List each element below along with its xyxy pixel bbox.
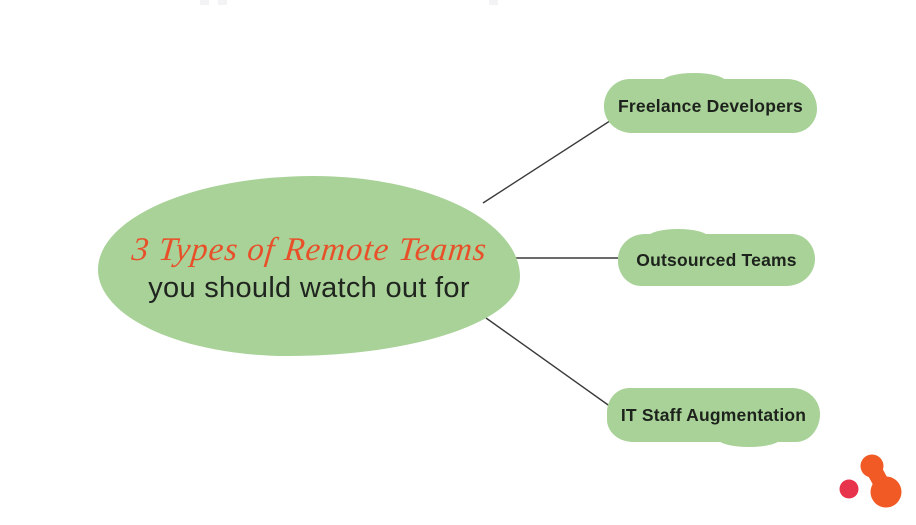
blob-bump — [648, 229, 708, 245]
orange-dots-logo-icon — [839, 454, 902, 508]
cropped-top-mark — [218, 0, 227, 5]
branch-label: Outsourced Teams — [636, 249, 797, 270]
cropped-top-mark — [200, 0, 209, 5]
center-node-title: 3 Types of Remote Teams — [129, 231, 489, 268]
branch-node-outsourced-teams: Outsourced Teams — [618, 229, 815, 286]
cropped-top-mark — [489, 0, 498, 5]
branch-node-freelance-developers: Freelance Developers — [604, 73, 817, 133]
center-node-subtitle: you should watch out for — [148, 271, 470, 304]
center-node: 3 Types of Remote Teams you should watch… — [98, 176, 520, 356]
connector-line-freelance — [482, 116, 617, 204]
connector-line-it-staff — [485, 317, 612, 408]
branch-label: Freelance Developers — [618, 95, 803, 116]
blob-bump — [718, 431, 780, 447]
blob-bump — [662, 73, 726, 91]
branch-label: IT Staff Augmentation — [620, 404, 807, 425]
branch-node-it-staff-augmentation: IT Staff Augmentation — [607, 388, 820, 447]
